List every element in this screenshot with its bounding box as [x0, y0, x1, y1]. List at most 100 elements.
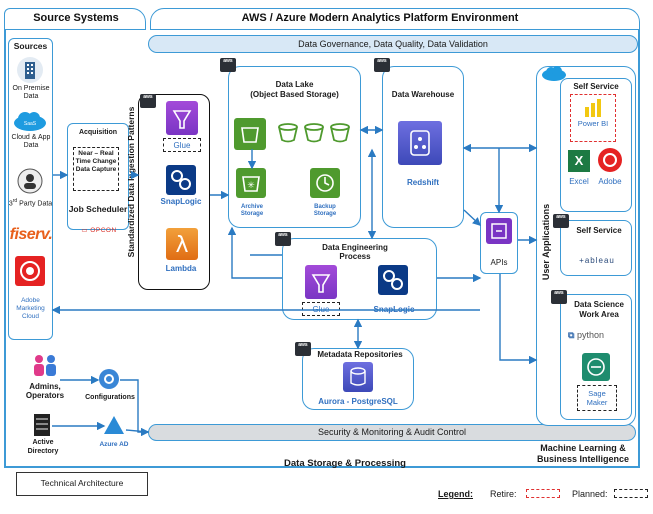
snaplogic-engineering-label: SnapLogic: [373, 305, 415, 314]
adobe-icon: [598, 148, 622, 172]
aws-badge-lake: aws: [220, 58, 236, 72]
svg-text:SaaS: SaaS: [24, 121, 37, 127]
aws-badge-text: aws: [143, 94, 153, 100]
source-systems-header-box: [4, 8, 146, 30]
technical-architecture-label: Technical Architecture: [40, 478, 124, 488]
adobe-label: Adobe: [598, 177, 622, 186]
archive-storage-label: Archive Storage: [240, 204, 264, 217]
python-logo: ⧉ python: [568, 330, 628, 341]
third-party-icon: [17, 168, 43, 194]
aws-badge-self-service-2: aws: [553, 214, 569, 228]
ml-bi-label: Machine Learning & Business Intelligence: [536, 443, 630, 464]
admins-icon: [30, 352, 60, 378]
source-on-premise: On Premise Data: [12, 85, 50, 100]
fiserv-logo: fiserv.: [9, 226, 53, 243]
power-bi-tile: Power BI: [570, 94, 616, 142]
aws-badge-metadata: aws: [295, 342, 311, 356]
sagemaker-label: Sage Maker: [577, 385, 617, 411]
snaplogic-icon-engineering: [378, 265, 408, 295]
governance-label: Data Governance, Data Quality, Data Vali…: [298, 39, 488, 49]
legend-retire-swatch: [526, 489, 560, 498]
data-warehouse-title: Data Warehouse: [391, 90, 455, 99]
data-engineering-title: Data Engineering Process: [322, 243, 388, 261]
tableau-logo: +ableau: [579, 256, 615, 265]
power-bi-label: Power BI: [577, 119, 609, 128]
cdc-box: Near – Real Time Change Data Capture: [73, 147, 119, 191]
adobe-marketing-icon: [15, 256, 45, 286]
excel-icon: X: [568, 150, 590, 172]
snaplogic-ingestion-label: SnapLogic: [160, 197, 202, 206]
active-directory-label: Active Directory: [27, 439, 59, 455]
cloud-app-icon: SaaS: [12, 110, 48, 132]
data-lake-subtitle: (Object Based Storage): [250, 90, 339, 99]
metadata-title: Metadata Repositories: [317, 350, 403, 359]
aws-badge-data-science: aws: [551, 290, 567, 304]
lambda-icon: λ: [166, 228, 198, 260]
platform-header: AWS / Azure Modern Analytics Platform En…: [241, 12, 519, 24]
excel-label: Excel: [569, 177, 589, 186]
apis-label: APIs: [490, 258, 508, 267]
opcon-icon: ▭: [81, 227, 91, 234]
glue-icon-engineering: [305, 265, 337, 299]
cloud-service-icon: [541, 65, 567, 81]
user-apps-title: User Applications: [541, 192, 551, 292]
opcon-label: OPCON: [90, 227, 117, 234]
python-icon: ⧉: [568, 330, 577, 340]
user-apps-title-text: User Applications: [541, 203, 551, 281]
legend-retire-label: Retire:: [490, 489, 517, 499]
source-systems-header: Source Systems: [33, 12, 119, 24]
data-science-title: Data Science Work Area: [574, 300, 624, 319]
storage-processing-label: Data Storage & Processing: [284, 458, 406, 469]
source-cloud-app: Cloud & App Data: [11, 134, 51, 149]
technical-architecture-box: [16, 472, 148, 496]
on-premise-icon: [17, 56, 43, 84]
job-scheduler-label: Job Scheduler: [68, 204, 128, 214]
ingestion-panel: [138, 94, 210, 290]
platform-header-box: [150, 8, 640, 30]
third-party-sup: rd: [12, 198, 18, 204]
redshift-icon: [398, 121, 442, 165]
opcon-logo: ▭ OPCON: [74, 226, 124, 234]
s3-bucket-icon: [234, 118, 266, 150]
aurora-icon: [343, 362, 373, 392]
outer-right-border: [638, 30, 640, 466]
apis-icon: [486, 218, 512, 244]
self-service-1-panel: [560, 78, 632, 212]
admins-label: Admins, Operators: [25, 382, 65, 400]
svg-text:✳: ✳: [247, 180, 255, 190]
outer-bottom-border: [4, 466, 640, 468]
active-directory-icon: [34, 414, 50, 436]
ingestion-title-text: Standardized Data Ingestion Patterns: [126, 106, 136, 258]
aurora-label: Aurora - PostgreSQL: [318, 397, 398, 406]
aws-badge-warehouse: aws: [374, 58, 390, 72]
legend-planned-swatch: [614, 489, 648, 498]
sources-title: Sources: [13, 41, 48, 51]
glue-ingestion-label: Glue: [163, 138, 201, 152]
security-label: Security & Monitoring & Audit Control: [317, 427, 467, 437]
azure-ad-label: Azure AD: [99, 441, 129, 448]
ingestion-title: Standardized Data Ingestion Patterns: [126, 82, 136, 282]
sources-panel: [8, 38, 53, 340]
glue-engineering-label: Glue: [302, 302, 340, 316]
archive-storage-icon: ✳: [236, 168, 266, 198]
svg-text:λ: λ: [175, 233, 188, 258]
aws-badge-ingestion: aws: [140, 94, 156, 108]
lambda-label: Lambda: [165, 264, 197, 273]
self-service-2-panel: [560, 220, 632, 276]
sagemaker-icon: [582, 353, 610, 381]
source-adobe: Adobe Marketing Cloud: [16, 297, 45, 320]
snaplogic-icon-ingestion: [166, 165, 196, 195]
backup-storage-label: Backup Storage: [313, 204, 337, 217]
aws-badge-engineering: aws: [275, 232, 291, 246]
self-service-2-title: Self Service: [576, 226, 622, 235]
acquisition-title: Acquisition: [78, 129, 118, 136]
redshift-label: Redshift: [407, 178, 439, 187]
governance-band: [148, 35, 638, 53]
configurations-icon: [98, 368, 120, 390]
python-label: python: [576, 330, 604, 340]
legend-title: Legend:: [438, 489, 473, 499]
configurations-label: Configurations: [85, 394, 135, 401]
s3-bucket-small-icons: [276, 122, 356, 144]
glue-icon-ingestion: [166, 101, 198, 135]
data-lake-title: Data Lake: [275, 80, 314, 89]
